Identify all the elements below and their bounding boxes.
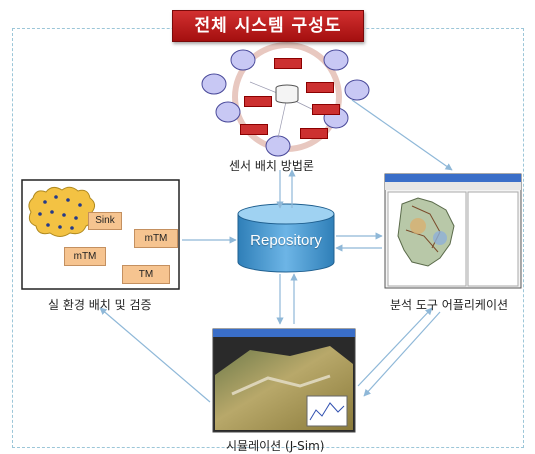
sensor-tag <box>240 124 268 135</box>
sensor-dot <box>38 212 42 216</box>
sensor-dot <box>54 195 58 199</box>
connections <box>99 99 453 403</box>
sensor-placement-caption: 센서 배치 방법론 <box>229 159 314 173</box>
sensor-node <box>323 49 349 71</box>
sensor-node <box>265 135 291 157</box>
app-side-pane <box>467 191 519 287</box>
sensor-node <box>344 79 370 101</box>
app-toolbar <box>385 182 521 190</box>
map-border <box>405 229 439 253</box>
hub-link <box>277 96 288 139</box>
real-env-caption: 실 환경 배치 및 검증 <box>48 298 152 312</box>
sink-label: Sink <box>88 212 122 230</box>
analysis-app-window <box>384 173 522 289</box>
sensor-tag <box>312 104 340 115</box>
sim-titlebar <box>213 329 355 337</box>
repository-label: Repository <box>250 232 322 249</box>
sensor-dot <box>43 200 47 204</box>
sensor-node <box>230 49 256 71</box>
sensor-node <box>215 101 241 123</box>
analysis-app-caption: 분석 도구 어플리케이션 <box>390 298 509 312</box>
diagram-title: 전체 시스템 구성도 <box>172 10 364 42</box>
arrow <box>357 307 433 387</box>
simulation-window <box>212 328 356 433</box>
sensor-tag <box>274 58 302 69</box>
sensor-dot <box>50 210 54 214</box>
sensor-dot <box>78 203 82 207</box>
arrow <box>99 307 211 403</box>
repository-body <box>237 214 335 273</box>
arrow <box>351 99 453 171</box>
sim-chart-line <box>309 402 345 421</box>
sensor-tag <box>244 96 272 107</box>
hub-body <box>275 88 299 104</box>
map-region <box>433 231 447 245</box>
mtm-label: mTM <box>64 247 106 266</box>
simulation-caption: 시뮬레이션 (J-Sim) <box>226 439 325 453</box>
arrow <box>363 311 441 397</box>
sensor-cloud <box>28 186 96 237</box>
sensor-dot <box>74 216 78 220</box>
tm-label: TM <box>122 265 170 284</box>
repository-top <box>237 203 335 225</box>
sim-chart-inset <box>306 395 348 427</box>
sensor-dot <box>66 198 70 202</box>
sensor-dot <box>62 213 66 217</box>
sensor-node <box>201 73 227 95</box>
mtm-label: mTM <box>134 229 178 248</box>
repository-cylinder <box>237 203 335 273</box>
map-region <box>410 218 426 234</box>
sensor-tag <box>306 82 334 93</box>
sensor-dot <box>46 223 50 227</box>
app-titlebar <box>385 174 521 182</box>
sensor-dot <box>58 225 62 229</box>
korea-map <box>397 197 455 267</box>
sensor-tag <box>300 128 328 139</box>
sensor-dot <box>70 226 74 230</box>
terrain-ridge <box>231 374 331 396</box>
sensor-placement-diagram <box>201 42 370 157</box>
